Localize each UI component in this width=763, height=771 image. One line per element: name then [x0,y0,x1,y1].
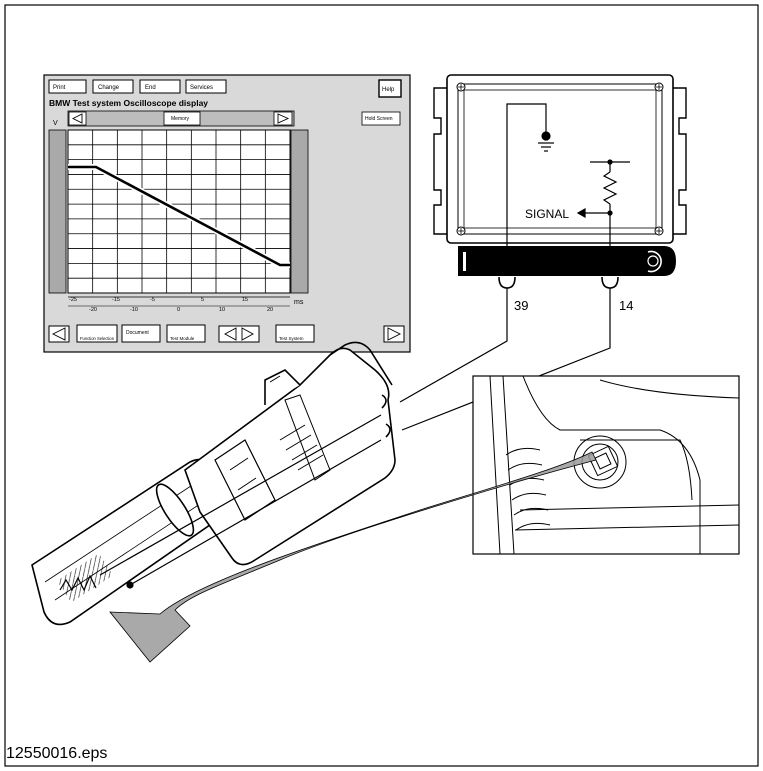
oscilloscope-display: Print Change End Services Help BMW Test … [43,74,411,353]
memory-button[interactable]: Memory [163,111,201,126]
time-axis: -25 -15 -5 5 15 -20 -10 0 10 20 ms [68,296,304,313]
left-scrollbar[interactable] [48,129,67,294]
document-label: Document [126,330,149,336]
scroll-left-button[interactable] [68,111,87,126]
help-button[interactable]: Help [378,79,402,98]
signal-label: SIGNAL [525,207,569,221]
document-button[interactable]: Document [121,324,161,343]
triangle-left-icon [71,113,83,124]
pin-14-hook [601,276,619,289]
location-arrow-icon [109,451,597,663]
sensor-body [184,347,396,566]
right-scrollbar[interactable] [290,129,309,294]
test-system-button[interactable]: Test System [275,324,315,343]
toolbar-end-label: End [145,85,156,91]
wire-pin-14 [401,288,611,431]
toolbar-services-button[interactable]: Services [185,79,227,94]
nav-next-button[interactable] [383,325,405,343]
wire-pin-39 [399,288,508,403]
oscilloscope-title: BMW Test system Oscilloscope display [49,98,208,108]
test-system-label: Test System [279,336,304,341]
ground-symbol-icon [506,103,554,276]
sensor-o-ring [155,483,195,537]
tick-bottom-1: -10 [130,307,138,313]
housing-screws [456,82,664,236]
sensor-pin-hook-2 [385,423,391,438]
help-label: Help [382,87,395,93]
sensor-resistor-icon [59,574,97,592]
tick-bottom-2: 0 [177,307,180,313]
tick-top-4: 15 [242,297,248,303]
x-axis-unit: ms [294,299,304,306]
triangle-right-icon [241,327,254,341]
function-selection-button[interactable]: Function Selection [76,324,118,343]
scroll-right-button[interactable] [273,111,293,126]
tick-bottom-4: 20 [267,307,273,313]
right-mounting-bracket [669,87,687,235]
pin-39-label: 39 [514,298,528,313]
pin-39-hook [498,276,516,289]
control-module: SIGNAL 39 14 [433,74,687,313]
hold-screen-button[interactable]: Hold Screen [361,111,401,126]
toolbar-services-label: Services [190,85,213,91]
y-axis-unit: V [53,120,58,127]
toolbar-change-label: Change [98,85,120,91]
tick-top-3: 5 [201,297,204,303]
pin-14-label: 14 [619,298,633,313]
nav-prev-button[interactable] [48,325,70,343]
temperature-sensor [31,341,396,626]
triangle-left-icon [51,327,66,341]
arrow-left-icon [576,207,586,219]
memory-label: Memory [171,116,190,122]
resistor-icon [602,171,618,205]
test-module-label: Test Module [170,336,195,341]
triangle-right-icon [387,327,402,341]
sensor-pin-hook-1 [381,394,387,409]
tick-bottom-3: 10 [219,307,225,313]
triangle-right-icon [277,113,290,124]
figure-id: 12550016.eps [6,745,107,762]
nav-left-right-button[interactable] [218,325,260,343]
waveform-trace [68,165,290,267]
hold-screen-label: Hold Screen [365,116,393,122]
toolbar-print-label: Print [53,85,66,91]
tick-top-0: -25 [69,297,77,303]
signal-wires [399,288,611,431]
tick-top-2: -5 [150,297,155,303]
toolbar-change-button[interactable]: Change [92,79,134,94]
tick-top-1: -15 [112,297,120,303]
figure-border [4,4,759,767]
module-connector [458,246,676,276]
toolbar-end-button[interactable]: End [139,79,181,94]
test-module-button[interactable]: Test Module [166,324,206,343]
toolbar-print-button[interactable]: Print [48,79,87,94]
triangle-left-icon [224,327,237,341]
function-selection-label: Function Selection [80,336,114,341]
tick-bottom-0: -20 [89,307,97,313]
engine-bay-inset [472,375,740,555]
sensor-internal-wires [99,394,391,589]
